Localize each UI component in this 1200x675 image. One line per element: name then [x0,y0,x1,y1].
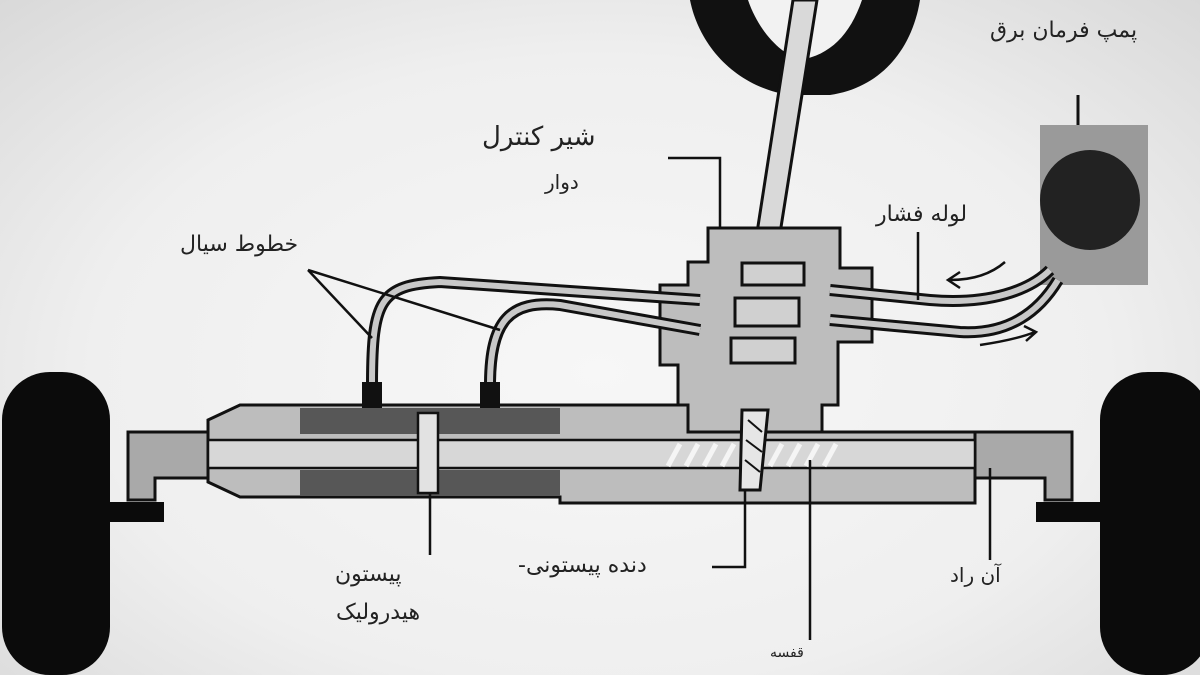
label-housing: قفسه [770,645,804,661]
fluid-lines-inner [369,267,1061,386]
flow-arrows [945,261,1039,347]
label-control-valve: شیر کنترل [482,122,596,152]
right-wheel [1036,372,1200,675]
label-electric-pump: پمپ فرمان برق [990,18,1138,43]
label-fluid-lines: خطوط سیال [180,232,299,257]
label-rotary: دوار [545,170,579,194]
rack-teeth [665,442,839,468]
rack-housing [206,403,977,505]
control-valve-body [658,226,874,492]
label-rack-piston: دنده پیستونی- [518,553,647,578]
line-ports [362,382,500,408]
left-wheel [2,372,164,675]
label-pressure-pipe: لوله فشار [876,202,968,227]
label-hydraulic-piston-line1: پیستون [335,562,402,587]
label-tie-rod: آن راد [950,563,1001,587]
power-steering-pump [1040,95,1148,285]
label-hydraulic-piston-line2: هیدرولیک [336,600,421,625]
leader-lines [307,156,992,640]
